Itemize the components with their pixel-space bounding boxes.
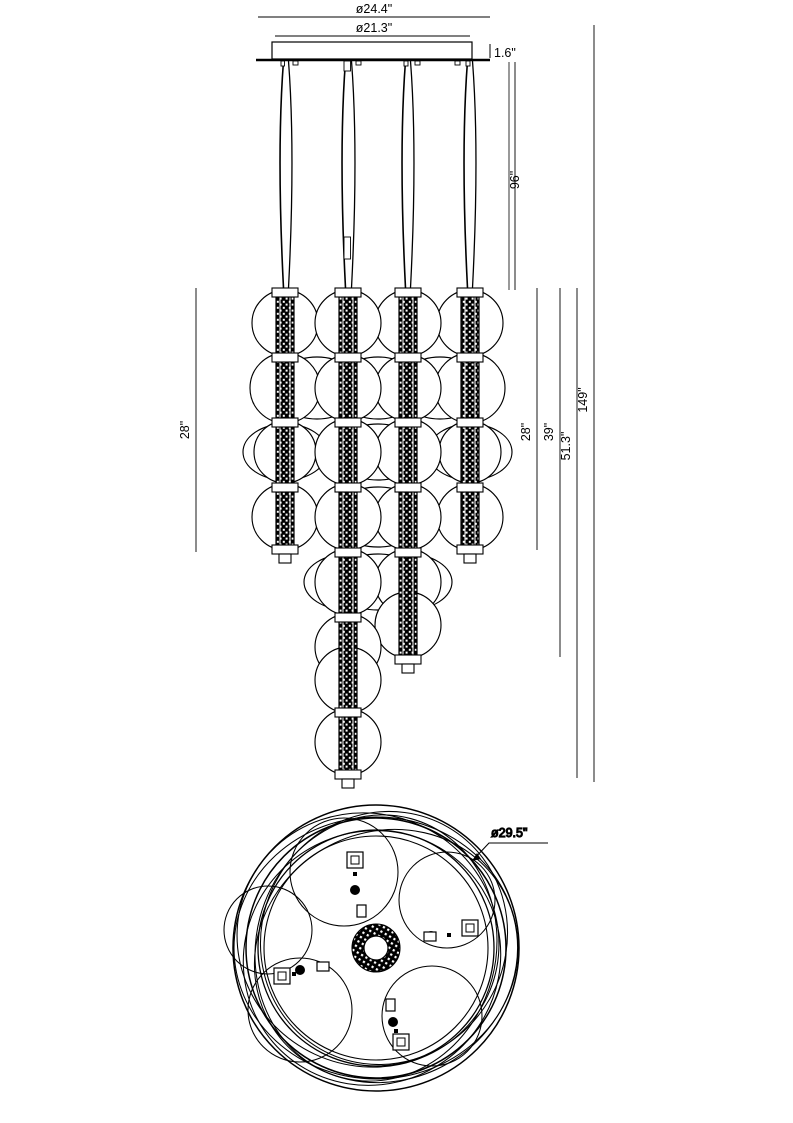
dimension-label-h28: 28" xyxy=(519,423,533,441)
dimension-cluster-left-28: 28" xyxy=(178,288,197,552)
sphere-cluster xyxy=(242,287,513,789)
bottom-plan-view: ø29.5" xyxy=(223,804,548,1092)
plan-mounting-points xyxy=(273,851,479,1051)
dimension-label-t16: 1.6" xyxy=(494,46,516,60)
rod-spacer-collars xyxy=(271,287,484,780)
dimension-suspension-drop: 96" xyxy=(508,62,522,290)
dimension-stack-right: 28" 39" 51.3" 149" xyxy=(519,25,595,782)
dimension-label-d295: ø29.5" xyxy=(491,826,527,840)
dimension-label-h96: 96" xyxy=(508,171,522,189)
dimension-label-h39: 39" xyxy=(542,423,556,441)
dimension-plan-outer-diameter: ø29.5" xyxy=(471,825,548,862)
plan-swirl-arcs xyxy=(223,810,519,1086)
plan-center-hub xyxy=(351,923,401,973)
suspension-cables xyxy=(279,60,477,289)
dimension-canopy-outer-diameter: ø24.4" xyxy=(258,2,490,18)
dimension-label-d244: ø24.4" xyxy=(356,2,392,16)
dimension-canopy-inner-diameter: ø21.3" xyxy=(275,21,470,37)
dimension-label-w28: 28" xyxy=(178,421,192,439)
plan-concentric-rings xyxy=(232,804,520,1092)
rod-end-caps xyxy=(278,553,477,789)
dimension-label-h149: 149" xyxy=(576,387,590,412)
dimension-label-d213: ø21.3" xyxy=(356,21,392,35)
ceiling-canopy-plate xyxy=(256,41,490,62)
dimension-canopy-thickness: 1.6" xyxy=(489,44,516,290)
dimension-label-h513: 51.3" xyxy=(559,432,573,461)
